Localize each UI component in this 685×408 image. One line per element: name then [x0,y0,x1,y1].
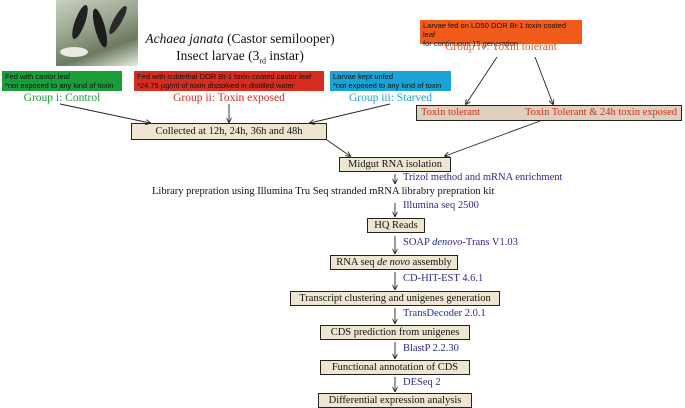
illumina-step: Illumina seq 2500 [403,200,479,211]
instar-suffix: rd [259,56,266,66]
larvae-illustration [60,4,127,57]
insect-stage: Insect larvae (3 [176,48,260,63]
group-iv-box: Larvae fed on LD50 DOR Bt-1 toxin coated… [420,20,582,48]
group-i-note1: Fed with castor leaf [5,72,71,81]
arrow-tolerant-exposed [534,56,553,104]
species-name: Achaea janata [145,31,224,46]
group-iv-note1: Larvae fed on LD50 DOR Bt-1 toxin coated… [423,21,566,39]
arrow-tolerant-midgut [445,120,541,156]
species-title: Achaea janata (Castor semilooper) Insect… [140,30,340,70]
group-iii-box: Larvae kept unfed *not exposed to any ki… [330,71,451,91]
instar-label: instar) [266,48,304,63]
group-ii-note1: Fed with sublethal DOR Bt-1 toxin coated… [137,72,312,81]
group-iii-note2: *not exposed to any kind of toxin [333,81,442,90]
group-ii-label: Group ii: Toxin exposed [173,92,285,104]
species-common-name: (Castor semilooper) [223,31,335,46]
midgut-box: Midgut RNA isolation [339,157,451,172]
soap-suffix: -Trans V1.03 [462,237,518,248]
rna-seq-box: RNA seq de novo assembly [330,255,458,270]
larvae-photo [56,0,138,66]
arrow-tolerant [466,56,498,104]
group-i-label: Group i: Control [23,92,101,104]
rna-denovo: de novo [377,257,411,268]
group-ii-note2: *24.75 µg/ml of toxin dissolved in disti… [137,81,295,90]
group-iii-note1: Larvae kept unfed [333,72,394,81]
cdhit-step: CD-HIT-EST 4.6.1 [403,273,484,284]
group-iv-note2: for continuous 15 generation [423,39,519,48]
arrow-starved [310,103,391,123]
clustering-box: Transcript clustering and unigenes gener… [290,291,500,306]
toxin-tolerant-exposed-label: Toxin Tolerant & 24h toxin exposed [524,107,677,118]
hq-reads-box: HQ Reads [367,218,425,233]
arrow-collected [326,139,350,156]
rna-prefix: RNA seq [336,257,378,268]
soap-prefix: SOAP [403,237,433,248]
group-i-box: Fed with castor leaf *not exposed to any… [2,71,122,91]
blastp-step: BlastP 2.2.30 [403,343,459,354]
library-step: Library prepration using Illumina Tru Se… [152,186,495,197]
group-i-note2: *not exposed to any kind of toxin [5,81,114,90]
rna-suffix: assembly [410,257,452,268]
soap-step: SOAP denovo-Trans V1.03 [403,237,518,248]
functional-box: Functional annotation of CDS [320,360,470,375]
group-iii-label: Group iii: Starved [348,92,433,104]
cds-box: CDS prediction from unigenes [320,325,470,340]
group-iv-label: Group iv: Toxin tolerant [445,41,557,53]
arrow-control [59,103,150,123]
deseq-step: DESeq 2 [403,377,441,388]
toxin-tolerant-label: Toxin tolerant [421,107,481,118]
soap-denovo: denovo [432,237,463,248]
group-ii-box: Fed with sublethal DOR Bt-1 toxin coated… [134,71,324,91]
transdecoder-step: TransDecoder 2.0.1 [403,308,486,319]
trizol-step: Trizol method and mRNA enrichment [403,172,563,183]
collected-box: Collected at 12h, 24h, 36h and 48h [131,123,327,140]
